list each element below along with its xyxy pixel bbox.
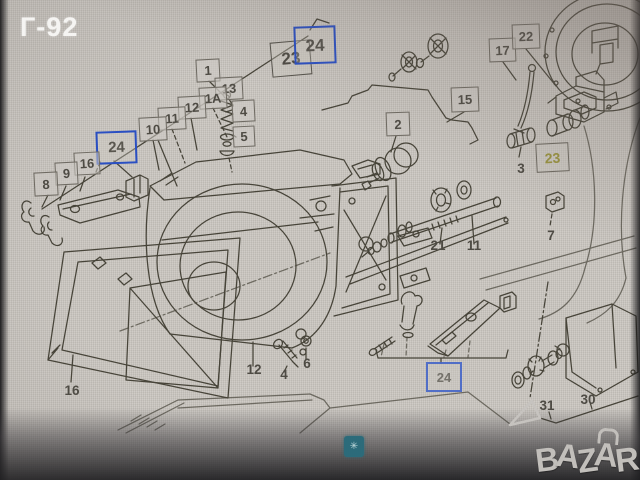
part-label-4: 4 bbox=[231, 99, 256, 123]
headlight-housing bbox=[119, 149, 433, 373]
part-label-22: 22 bbox=[511, 23, 541, 50]
headlight-bulb bbox=[361, 135, 419, 191]
part-label-10: 10 bbox=[138, 116, 168, 142]
part-label-2: 2 bbox=[385, 111, 411, 137]
part-label-5: 5 bbox=[232, 125, 256, 148]
part-label-12: 12 bbox=[246, 362, 262, 378]
part-label-24: 24 bbox=[95, 130, 138, 165]
part-label-21: 21 bbox=[430, 238, 446, 254]
connector-housing bbox=[547, 70, 619, 123]
part-label-9: 9 bbox=[54, 161, 79, 186]
part-label-23: 23 bbox=[535, 142, 570, 173]
part-label-4: 4 bbox=[280, 366, 288, 382]
teal-asterisk-badge-icon: ✳ bbox=[344, 436, 364, 457]
part-label-24: 24 bbox=[426, 362, 462, 392]
logo-letter: R bbox=[613, 439, 639, 480]
part-label-16: 16 bbox=[64, 383, 80, 399]
watermark-triangle-icon bbox=[508, 399, 542, 427]
part-label-15: 15 bbox=[450, 86, 480, 113]
part-label-6: 6 bbox=[303, 355, 311, 371]
part-label-7: 7 bbox=[547, 228, 555, 244]
part-label-24: 24 bbox=[293, 25, 337, 65]
asterisk-glyph: ✳ bbox=[349, 441, 359, 452]
camera-overlay-label: Г-92 bbox=[20, 12, 79, 42]
adjuster-knobs bbox=[388, 33, 449, 82]
switch-part-7 bbox=[545, 191, 565, 227]
bazar-watermark-logo: B A Z A R bbox=[534, 427, 639, 480]
part-label-8: 8 bbox=[33, 171, 59, 197]
part-label-3: 3 bbox=[517, 161, 525, 177]
lower-panel-partial bbox=[117, 391, 511, 434]
part-label-11: 11 bbox=[466, 238, 482, 254]
part-label-30: 30 bbox=[580, 392, 596, 408]
